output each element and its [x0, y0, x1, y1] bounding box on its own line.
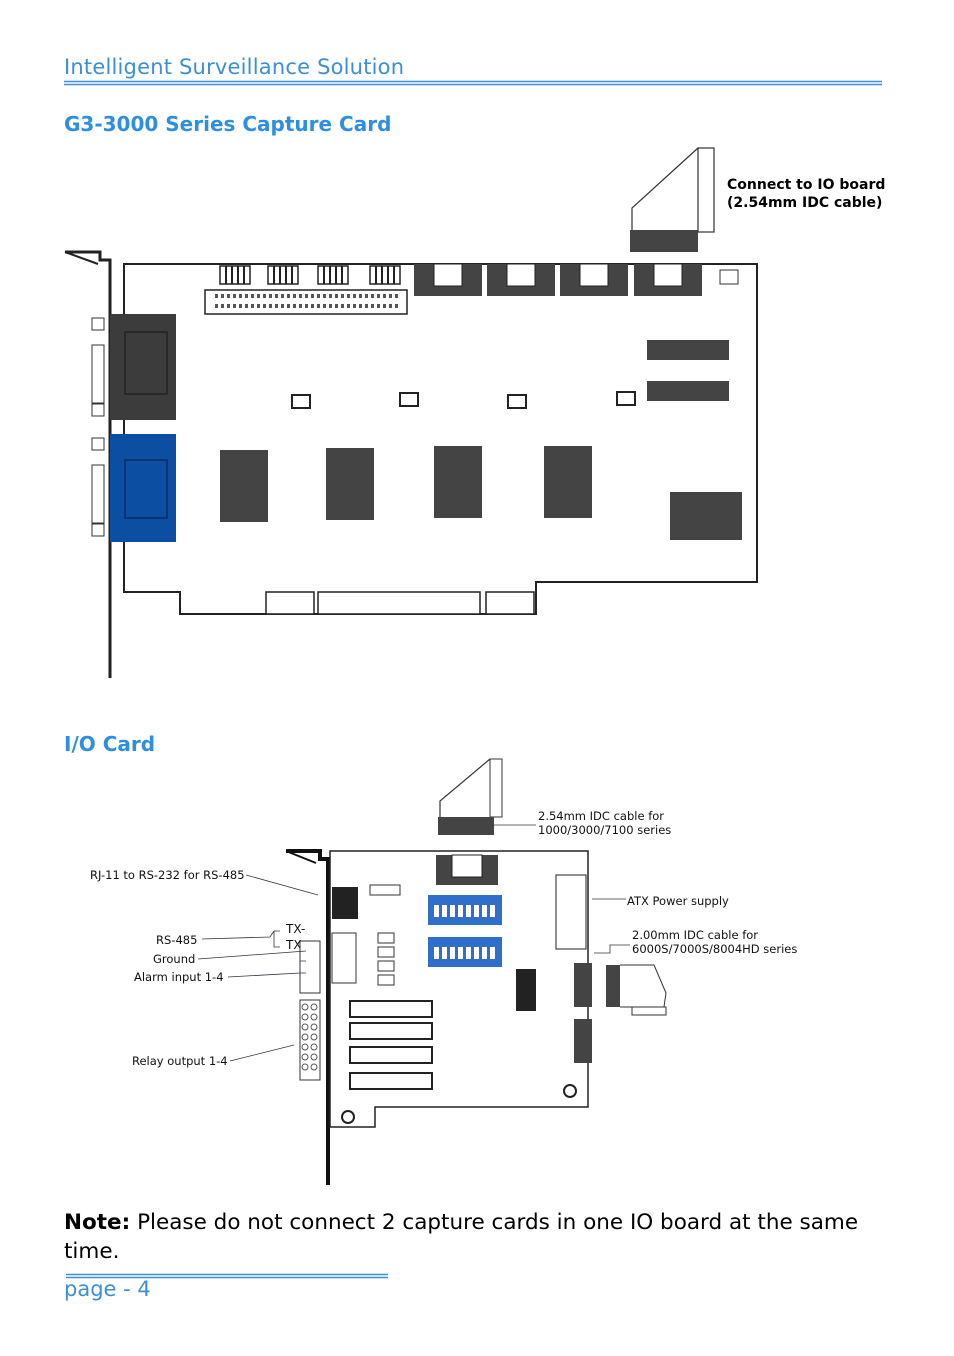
header-rule	[64, 80, 882, 86]
small-chips	[291, 391, 636, 409]
dark-port-block	[110, 314, 176, 420]
audio-connectors	[414, 263, 702, 296]
label-alarm-input: Alarm input 1-4	[134, 970, 224, 984]
serial-terminal	[299, 940, 321, 994]
note-paragraph: Note: Please do not connect 2 capture ca…	[64, 1208, 904, 1266]
io-card-diagram	[197, 758, 667, 1185]
chip-right-1	[647, 340, 729, 360]
board-outline	[123, 263, 758, 615]
note-label: Note:	[64, 1210, 131, 1235]
running-header: Intelligent Surveillance Solution	[64, 55, 405, 79]
relays	[349, 1000, 433, 1090]
label-rs485: RS-485	[156, 933, 198, 947]
io-small-part	[369, 884, 401, 896]
page-number: page - 4	[64, 1277, 151, 1301]
jumper	[719, 269, 739, 285]
note-text: Please do not connect 2 capture cards in…	[64, 1210, 859, 1264]
blue-port-block	[110, 434, 176, 542]
video-input-headers	[219, 265, 401, 285]
footer-rule	[66, 1273, 388, 1279]
callout-lines	[197, 824, 630, 1062]
rj11-jack	[332, 887, 358, 919]
io-leds	[377, 932, 395, 986]
decoder-chips	[220, 446, 592, 522]
capture-card-diagram	[64, 147, 758, 678]
dip-switch-1	[428, 895, 502, 925]
chip-right-2	[647, 381, 729, 401]
idc-200-connector-1	[574, 963, 592, 1007]
io-card-title: I/O Card	[64, 732, 156, 756]
main-processor-chip	[670, 492, 742, 540]
label-idc-200: 2.00mm IDC cable for 6000S/7000S/8004HD …	[632, 928, 798, 956]
label-atx: ATX Power supply	[627, 894, 729, 908]
label-ground: Ground	[153, 952, 196, 966]
idc-header	[204, 289, 408, 315]
io-bracket	[285, 849, 330, 1185]
atx-connector	[555, 874, 587, 950]
label-idc-254: 2.54mm IDC cable for 1000/3000/7100 seri…	[538, 809, 672, 837]
label-tx-minus: TX-	[286, 922, 306, 936]
label-rj11: RJ-11 to RS-232 for RS-485	[90, 868, 245, 882]
idc-cable	[630, 147, 715, 252]
dip-switch-2	[428, 937, 502, 967]
label-relay-output: Relay output 1-4	[132, 1054, 228, 1068]
io-idc-cable-top	[438, 758, 503, 835]
idc-200-connector-2	[574, 1019, 592, 1063]
jumper-block	[516, 969, 536, 1011]
idc-200-cable	[606, 964, 667, 1016]
pci-bracket	[64, 250, 112, 678]
terminal-block-upper	[331, 932, 357, 984]
pci-edge-connector	[265, 591, 535, 615]
capture-card-title: G3-3000 Series Capture Card	[64, 112, 392, 136]
capture-card-callout: Connect to IO board (2.54mm IDC cable)	[727, 177, 886, 211]
